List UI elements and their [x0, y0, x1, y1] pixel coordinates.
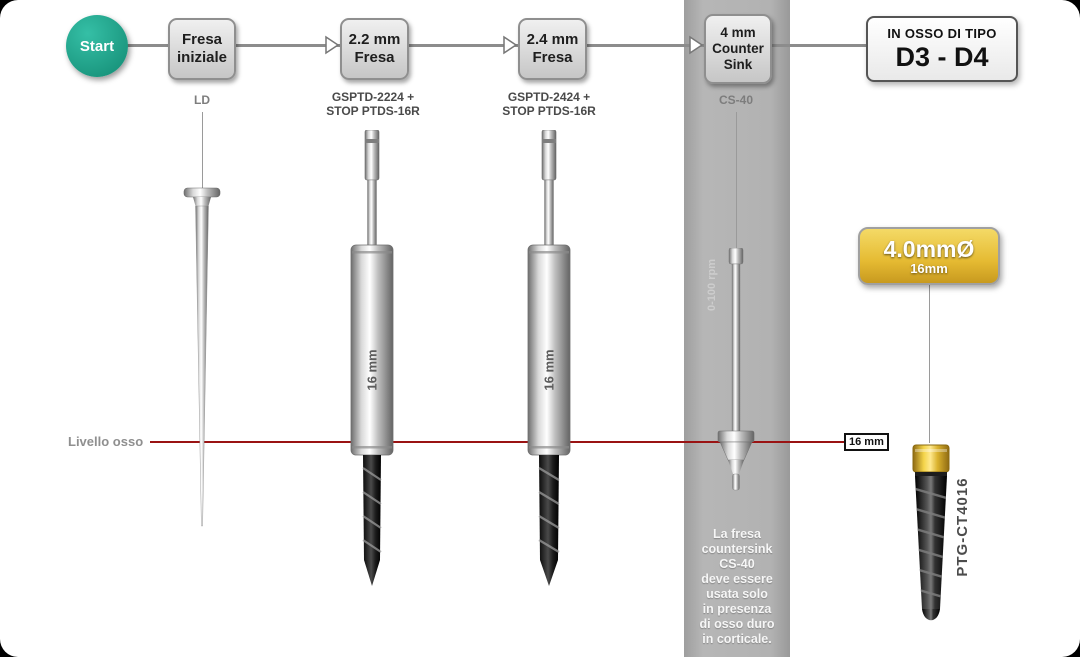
step-box-countersink: 4 mm Counter Sink — [704, 14, 772, 84]
step-label-line: 4 mm — [720, 25, 756, 40]
result-box-bone-type: IN OSSO DI TIPO D3 - D4 — [866, 16, 1018, 82]
bone-type-value: D3 - D4 — [895, 41, 989, 72]
step-label-line: Sink — [723, 57, 753, 72]
diameter-value: 4.0mmØ — [883, 235, 975, 262]
step-label-line: Fresa — [532, 49, 573, 66]
countersink-illustration — [717, 248, 755, 491]
step-label-line: 2.4 mm — [526, 31, 579, 48]
code-line: GSPTD-2424 + — [507, 90, 591, 104]
length-value: 16mm — [910, 260, 948, 276]
code-line: STOP PTDS-16R — [502, 104, 596, 118]
drill-code-label-cs40: CS-40 — [718, 93, 753, 107]
implant-code-label: PTG-CT4016 — [954, 477, 971, 577]
drill-code-label-2424: GSPTD-2424 + STOP PTDS-16R — [494, 90, 604, 118]
flow-arrow-icon — [503, 35, 518, 55]
step-box-drill-24: 2.4 mm Fresa — [518, 18, 587, 80]
implant-illustration — [912, 444, 950, 621]
bone-level-line — [150, 441, 844, 443]
shaft-length-label: 16 mm — [365, 349, 380, 390]
flow-arrow-icon — [689, 35, 704, 55]
step-box-initial-drill: Fresa iniziale — [168, 18, 236, 80]
shaft-length-label: 16 mm — [542, 349, 557, 390]
bone-level-label: Livello osso — [68, 434, 144, 449]
flow-line — [127, 44, 868, 47]
step-label-line: Fresa — [181, 31, 223, 48]
step-label-line: Counter — [712, 41, 764, 56]
initial-drill-illustration — [183, 187, 221, 527]
drill-code-label-ld: LD — [194, 93, 210, 107]
code-line: GSPTD-2224 + — [331, 90, 415, 104]
drill-22-illustration: 16 mm — [350, 130, 394, 586]
connector-line — [202, 112, 203, 188]
drill-24-illustration: 16 mm — [527, 130, 571, 586]
start-node: Start — [66, 15, 128, 77]
step-label-line: 2.2 mm — [348, 31, 401, 48]
connector-line — [929, 283, 930, 443]
flow-arrow-icon — [325, 35, 340, 55]
start-label: Start — [79, 37, 115, 55]
connector-line — [736, 112, 737, 250]
step-label-line: iniziale — [176, 49, 228, 66]
code-line: STOP PTDS-16R — [326, 104, 420, 118]
depth-label: 16 mm — [844, 433, 889, 451]
countersink-note: La fresa countersink CS-40 deve essere u… — [699, 527, 775, 646]
drill-code-label-2224: GSPTD-2224 + STOP PTDS-16R — [318, 90, 428, 118]
bone-type-title: IN OSSO DI TIPO — [887, 25, 997, 41]
step-box-drill-22: 2.2 mm Fresa — [340, 18, 409, 80]
step-label-line: Fresa — [354, 49, 395, 66]
diameter-badge: 4.0mmØ 16mm — [858, 227, 1000, 285]
